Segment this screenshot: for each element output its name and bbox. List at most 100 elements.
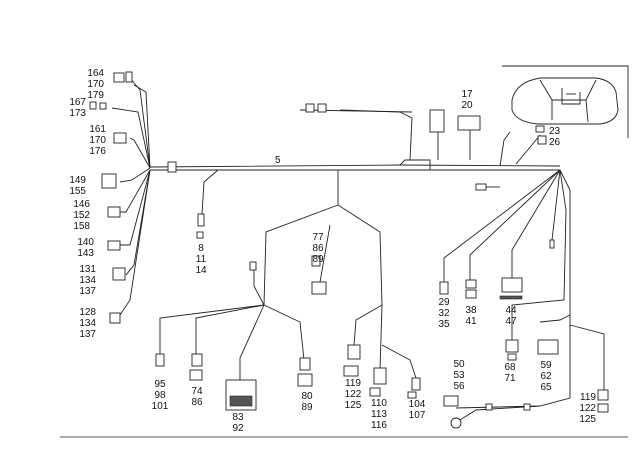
callout-131: 131 134 137 (70, 264, 96, 297)
callout-line: 122 (579, 403, 596, 414)
callout-line: 125 (344, 400, 362, 411)
callout-line: 143 (77, 248, 94, 259)
callout-line: 14 (195, 265, 207, 276)
callout-line: 71 (504, 373, 516, 384)
callout-line: 149 (69, 175, 86, 186)
callout-line: 110 (371, 398, 387, 409)
callout-68: 68 71 (497, 362, 523, 384)
callout-line: 128 (79, 307, 96, 318)
callout-line: 89 (312, 254, 324, 265)
callout-line: 170 (87, 79, 104, 90)
callout-line: 137 (79, 329, 96, 340)
callout-161: 161 170 176 (80, 124, 106, 157)
callout-line: 80 (301, 391, 313, 402)
callout-line: 137 (79, 286, 96, 297)
callout-110: 110 113 116 (364, 398, 394, 431)
callout-line: 35 (438, 319, 450, 330)
callout-line: 176 (89, 146, 106, 157)
callout-line: 86 (191, 397, 203, 408)
callout-8: 8 11 14 (188, 243, 214, 276)
branch-8 (196, 169, 219, 239)
callout-95: 95 98 101 (145, 379, 175, 412)
callout-line: 122 (344, 389, 362, 400)
callout-59: 59 62 65 (533, 360, 559, 393)
callout-line: 62 (540, 371, 552, 382)
callout-74: 74 86 (184, 386, 210, 408)
left-branches (89, 71, 151, 324)
label-text: 5 (275, 155, 281, 166)
callout-164: 164 170 179 (78, 68, 104, 101)
callout-line: 23 (549, 126, 561, 137)
vehicle-inset (502, 65, 629, 138)
callout-44: 44 47 (498, 305, 524, 327)
callout-119-center: 119 122 125 (338, 378, 368, 411)
callout-line: 74 (191, 386, 203, 397)
callout-line: 164 (87, 68, 104, 79)
callout-38: 38 41 (458, 305, 484, 327)
callout-line: 65 (540, 382, 552, 393)
callout-line: 119 (580, 392, 596, 403)
callout-line: 11 (195, 254, 207, 265)
callout-line: 173 (69, 108, 86, 119)
callout-line: 68 (504, 362, 516, 373)
callout-line: 104 (408, 399, 426, 410)
callout-line: 101 (151, 401, 169, 412)
callout-line: 116 (371, 420, 387, 431)
callout-line: 20 (461, 100, 473, 111)
callout-29: 29 32 35 (431, 297, 457, 330)
callout-line: 50 (453, 359, 465, 370)
callout-83: 83 92 (225, 412, 251, 434)
right-branches (439, 169, 609, 429)
callout-line: 140 (77, 237, 94, 248)
callout-167: 167 173 (60, 97, 86, 119)
callout-line: 146 (73, 199, 90, 210)
callout-149: 149 155 (60, 175, 86, 197)
callout-line: 92 (232, 423, 244, 434)
callout-line: 131 (79, 264, 96, 275)
callout-line: 77 (312, 232, 324, 243)
callout-line: 170 (89, 135, 106, 146)
callout-140: 140 143 (68, 237, 94, 259)
callout-line: 44 (505, 305, 517, 316)
callout-line: 29 (438, 297, 450, 308)
callout-line: 38 (465, 305, 477, 316)
callout-line: 155 (69, 186, 86, 197)
callout-50: 50 53 56 (446, 359, 472, 392)
callout-17: 17 20 (454, 89, 480, 111)
callout-line: 161 (89, 124, 106, 135)
center-branches (155, 170, 421, 411)
callout-104: 104 107 (402, 399, 432, 421)
callout-line: 89 (301, 402, 313, 413)
callout-line: 158 (73, 221, 90, 232)
callout-line: 17 (461, 89, 473, 100)
callout-line: 107 (408, 410, 426, 421)
callout-128: 128 134 137 (70, 307, 96, 340)
callout-77: 77 86 89 (305, 232, 331, 265)
callout-line: 83 (232, 412, 244, 423)
callout-146: 146 152 158 (64, 199, 90, 232)
callout-line: 32 (438, 308, 450, 319)
callout-line: 179 (87, 90, 104, 101)
callout-line: 119 (345, 378, 361, 389)
main-trunk (149, 109, 561, 173)
callout-line: 167 (69, 97, 86, 108)
callout-line: 95 (154, 379, 166, 390)
top-right-connectors (299, 103, 547, 191)
callout-line: 134 (79, 318, 96, 329)
callout-line: 125 (579, 414, 596, 425)
callout-line: 41 (465, 316, 477, 327)
callout-line: 8 (198, 243, 204, 254)
main-harness-label: 5 (275, 155, 281, 166)
callout-line: 59 (540, 360, 552, 371)
callout-line: 53 (453, 370, 465, 381)
callout-line: 134 (79, 275, 96, 286)
callout-line: 98 (154, 390, 166, 401)
callout-80: 80 89 (294, 391, 320, 413)
callout-23: 23 26 (549, 126, 575, 148)
callout-line: 26 (549, 137, 561, 148)
callout-line: 113 (371, 409, 387, 420)
callout-line: 56 (453, 381, 465, 392)
callout-line: 152 (73, 210, 90, 221)
callout-line: 86 (312, 243, 324, 254)
